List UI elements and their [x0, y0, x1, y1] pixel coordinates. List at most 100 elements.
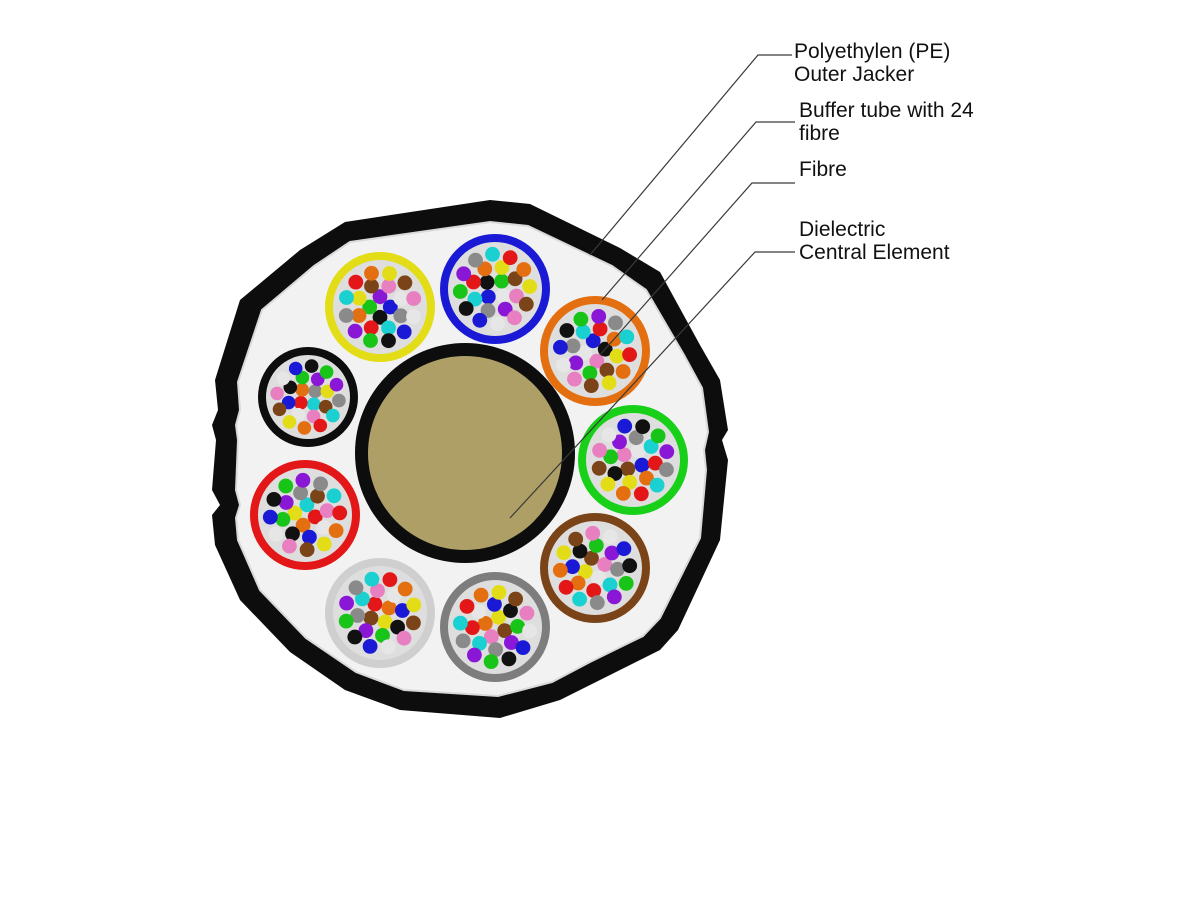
fibre: [472, 312, 488, 328]
fibre: [288, 361, 303, 376]
fibre: [559, 323, 575, 338]
fibre: [347, 629, 363, 645]
fibre: [282, 415, 297, 429]
dielectric-central-element: [368, 356, 562, 550]
fibre: [453, 615, 468, 631]
fibre: [615, 486, 631, 501]
fibre: [630, 443, 646, 459]
fibre: [282, 538, 297, 554]
fibre: [348, 580, 364, 596]
tube-green: [578, 405, 688, 515]
fibre: [522, 623, 537, 639]
fibre: [567, 371, 582, 387]
fibre: [639, 470, 654, 486]
fibre: [397, 275, 413, 291]
fibre: [510, 619, 525, 634]
fibre: [332, 505, 348, 521]
fibre: [647, 455, 663, 471]
fibre: [617, 418, 633, 434]
fibre: [351, 290, 367, 306]
fibre: [458, 301, 474, 316]
fibre: [568, 355, 584, 371]
fibre: [270, 386, 284, 401]
fibre: [635, 419, 651, 434]
fibre: [622, 558, 638, 574]
fibre: [390, 619, 405, 635]
fibre: [509, 288, 524, 304]
buffer-tube-gel: [333, 566, 427, 660]
label-central-element-line2: Central Element: [799, 241, 950, 264]
fibre: [266, 492, 282, 507]
fibre: [591, 309, 607, 324]
fibre: [377, 614, 393, 630]
fibre: [364, 265, 379, 281]
fibre: [268, 526, 284, 542]
fibre: [393, 308, 409, 324]
fibre: [370, 583, 385, 598]
leader-lines: [509, 54, 795, 519]
fibre: [558, 579, 574, 595]
fibre: [455, 633, 471, 649]
fibre: [326, 408, 340, 423]
fibre: [295, 517, 311, 533]
leader-line-buffer-tube: [601, 121, 795, 301]
fibre: [364, 571, 380, 587]
fibre: [406, 597, 422, 613]
fibre: [572, 591, 587, 607]
fibre: [477, 261, 493, 277]
fibre: [473, 587, 489, 603]
fibre: [355, 591, 370, 607]
fibre: [278, 495, 294, 510]
fibre: [618, 576, 634, 591]
fibre: [465, 620, 480, 635]
fibre: [584, 550, 599, 566]
fibre: [316, 536, 332, 552]
fibre: [364, 278, 379, 294]
fibre: [363, 320, 379, 336]
fibre: [592, 442, 607, 458]
fibre: [568, 531, 584, 547]
fibre: [472, 636, 487, 651]
fibre: [491, 609, 506, 625]
fibre: [285, 526, 300, 542]
fibre: [643, 439, 659, 454]
fibre: [452, 284, 468, 299]
fibre: [609, 348, 625, 364]
fibre: [467, 647, 482, 663]
tube-grey: [440, 572, 550, 682]
fibre: [406, 615, 421, 631]
label-jacket-line1: Polyethylen (PE): [794, 40, 950, 63]
fibre: [338, 308, 354, 323]
fibre: [262, 509, 278, 525]
fibre: [553, 339, 568, 355]
fibre: [272, 402, 287, 417]
fibre: [299, 542, 315, 558]
fibre: [604, 545, 620, 561]
fibre: [308, 384, 323, 399]
fibre: [606, 589, 622, 605]
fibre: [616, 541, 632, 557]
fibre: [278, 478, 294, 494]
fibre: [497, 623, 513, 638]
fibre: [494, 260, 510, 275]
fibre: [490, 316, 505, 332]
fibre: [459, 599, 475, 614]
fibre: [480, 289, 496, 305]
fibre: [577, 345, 593, 361]
fibre: [381, 600, 397, 616]
fibre: [372, 309, 388, 325]
fibre: [477, 616, 493, 631]
buffer-tube-gel: [586, 413, 680, 507]
fibre: [585, 525, 601, 541]
fibre: [608, 315, 623, 331]
fibre: [468, 252, 483, 268]
fibre: [597, 557, 613, 572]
fibre: [480, 303, 496, 318]
label-jacket-line2: Outer Jacker: [794, 63, 914, 86]
fibre: [294, 396, 308, 410]
fibre: [602, 577, 618, 593]
fibre: [275, 512, 291, 527]
fibre: [302, 529, 317, 545]
fibre: [293, 485, 308, 501]
fibre: [588, 538, 604, 553]
